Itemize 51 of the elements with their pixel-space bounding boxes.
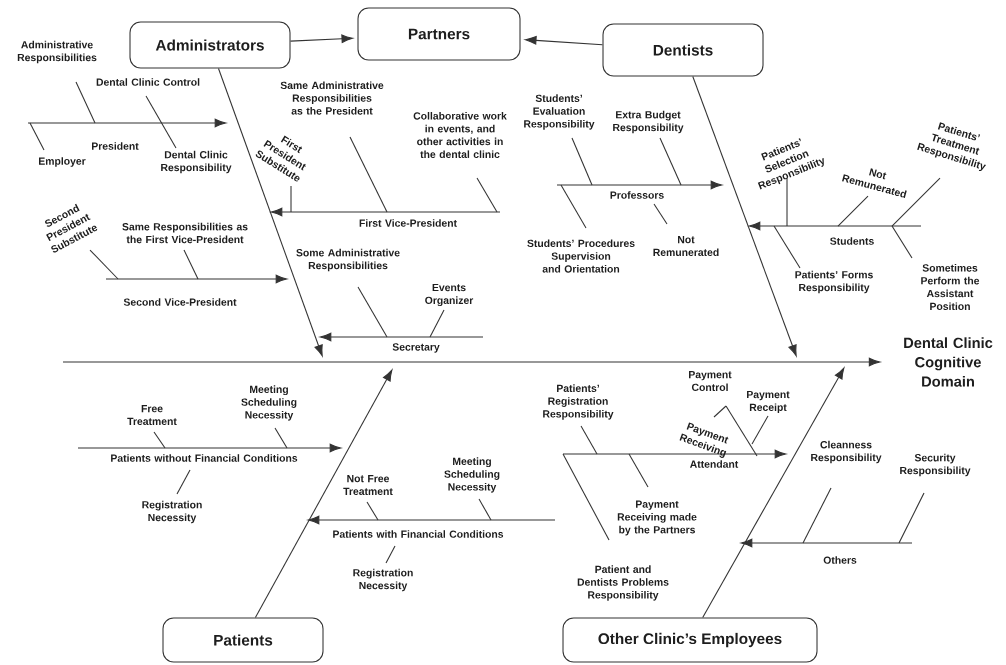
bone-label: Patients without Financial Conditions (111, 454, 298, 462)
bone-label: Same Responsibilities as the First Vice-President (122, 222, 248, 244)
bone-label: Same Administrative Responsibilities as the President (280, 81, 384, 115)
bone-label: Patients with Financial Conditions (333, 530, 504, 538)
bone-label: Patient and Dentists Problems Responsibility (577, 565, 669, 601)
effect-label: Dental Clinic Cognitive Domain (904, 337, 993, 387)
bone-label: Administrative Responsibilities (17, 40, 97, 64)
bone-label: Patients’ Registration Responsibility (543, 384, 614, 420)
bone-label: Registration Necessity (142, 500, 202, 524)
bone-label: Attendant (690, 460, 739, 468)
category-box: Partners (357, 7, 521, 61)
bone-label: Dental Clinic Control (96, 78, 200, 86)
bone-arrow (702, 367, 845, 618)
arrow (525, 36, 603, 46)
bone-label: Free Treatment (127, 405, 177, 426)
category-box: Patients (162, 617, 324, 663)
bone-label: Students (830, 237, 874, 245)
bone-label: Sometimes Perform the Assistant Position (921, 264, 980, 311)
bone-label: Meeting Scheduling Necessity (444, 457, 500, 493)
bone-label: Second Vice-President (123, 298, 237, 306)
bone-label: Security Responsibility (900, 453, 971, 477)
bone-label: Employer (39, 157, 86, 167)
category-box: Administrators (129, 21, 291, 69)
bone-label: Some Administrative Responsibilities (296, 248, 400, 272)
bone-label: Patients’ Forms Responsibility (795, 270, 873, 294)
bone-label: Events Organizer (425, 283, 474, 307)
bone-label: President (92, 142, 139, 150)
bone-label: Not Free Treatment (343, 475, 393, 496)
bone-label: Professors (610, 191, 664, 199)
bone-label: Meeting Scheduling Necessity (241, 385, 297, 421)
bone-label: First Vice-President (359, 219, 457, 227)
bone-label: Secretary (392, 343, 440, 353)
bone-arrow (692, 76, 797, 357)
bone-arrow (254, 369, 393, 618)
bone-label: Cleanness Responsibility (811, 440, 882, 464)
spine-arrow (62, 357, 881, 367)
category-box: Dentists (602, 23, 764, 77)
bone-arrow (217, 68, 323, 357)
category-box: Other Clinic’s Employees (562, 617, 818, 663)
bone-label: Students’ Procedures Supervision and Orientation (527, 239, 635, 273)
arrow (290, 34, 353, 43)
bone-label: Not Remunerated (653, 236, 719, 257)
bone-label: Payment Receipt (747, 390, 790, 414)
bone-label: Registration Necessity (353, 568, 413, 592)
bone-label: Dental Clinic Responsibility (161, 150, 232, 174)
bone-label: Payment Receiving made by the Partners (617, 500, 697, 536)
bone-label: Collaborative work in events, and other activities in the dental clinic (413, 112, 507, 159)
bone-label: Extra Budget Responsibility (613, 110, 684, 134)
bone-label: Students’ Evaluation Responsibility (524, 94, 595, 130)
bone-label: Others (823, 556, 857, 564)
bone-label: Payment Control (689, 371, 732, 392)
